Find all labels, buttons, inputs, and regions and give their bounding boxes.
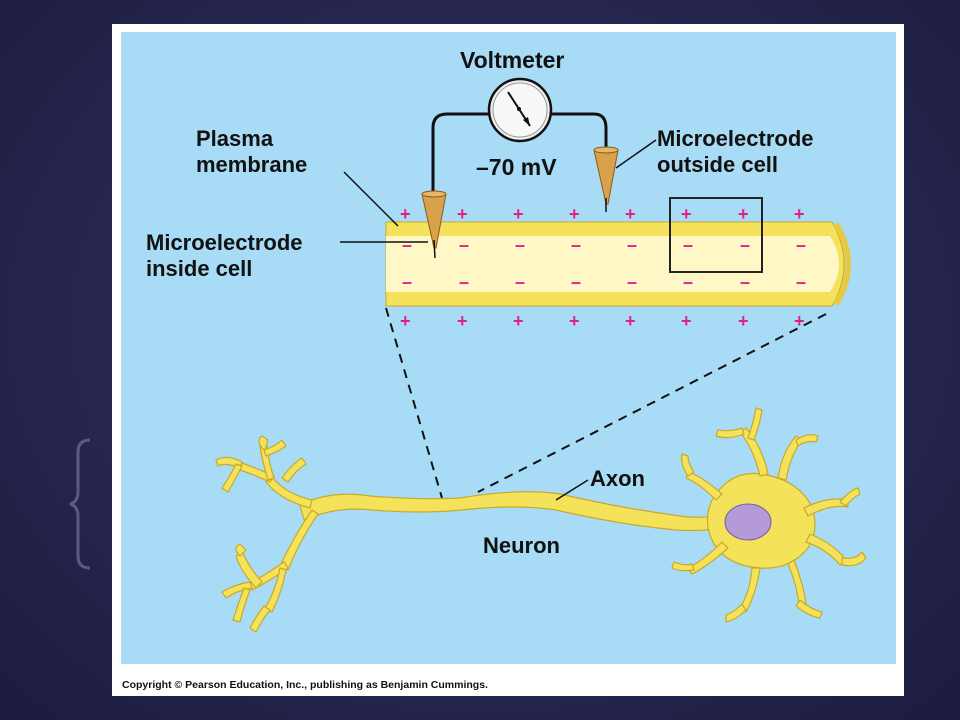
minus-sign: – [796,272,806,292]
minus-sign: – [796,235,806,255]
wire-right [550,112,608,152]
plus-sign: + [681,204,692,224]
outside-bottom-charges: + + + + + + + + [400,311,805,331]
minus-sign: – [515,235,525,255]
plus-sign: + [400,311,411,331]
inside-bottom-charges: – – – – – – – – [402,272,806,292]
outside-top-charges: + + + + + + + + [400,204,805,224]
axon-label: Axon [590,466,645,491]
plus-sign: + [625,311,636,331]
minus-sign: – [571,235,581,255]
neuron-illustration [215,407,867,633]
voltmeter-label: Voltmeter [460,47,564,73]
plus-sign: + [681,311,692,331]
zoom-line-left [385,307,443,499]
electrode-outside-label-line1: Microelectrode [657,126,814,151]
minus-sign: – [515,272,525,292]
minus-sign: – [683,272,693,292]
plasma-membrane-label-line1: Plasma [196,126,274,151]
plus-sign: + [625,204,636,224]
plus-sign: + [738,311,749,331]
axon-segment [385,221,851,307]
plus-sign: + [569,204,580,224]
voltage-reading: –70 mV [476,154,557,180]
minus-sign: – [459,272,469,292]
plus-sign: + [794,311,805,331]
minus-sign: – [740,235,750,255]
electrode-outside-label-line2: outside cell [657,152,778,177]
plus-sign: + [513,311,524,331]
minus-sign: – [740,272,750,292]
electrode-inside-label-line2: inside cell [146,256,252,281]
minus-sign: – [571,272,581,292]
plus-sign: + [457,311,468,331]
plasma-membrane-leader [343,171,399,227]
axon-leader [555,479,589,501]
minus-sign: – [402,235,412,255]
electrode-outside-leader [615,139,657,169]
copyright-text: Copyright © Pearson Education, Inc., pub… [122,679,488,691]
voltmeter-dial [487,77,553,143]
highlight-box [669,197,763,273]
plus-sign: + [400,204,411,224]
electrode-inside-label-line1: Microelectrode [146,230,303,255]
plus-sign: + [569,311,580,331]
minus-sign: – [402,272,412,292]
wire-left [431,112,490,196]
minus-sign: – [627,272,637,292]
plus-sign: + [738,204,749,224]
plus-sign: + [457,204,468,224]
zoom-line-right [477,313,827,493]
minus-sign: – [683,235,693,255]
inside-top-charges: – – – – – – – – [402,235,806,255]
minus-sign: – [459,235,469,255]
electrode-inside [421,190,447,259]
electrode-outside [593,146,619,212]
plasma-membrane-label-line2: membrane [196,152,307,177]
plus-sign: + [513,204,524,224]
plus-sign: + [794,204,805,224]
neuron-label: Neuron [483,533,560,558]
nucleus [724,503,772,541]
slide-bracket-left [69,438,91,570]
minus-sign: – [627,235,637,255]
